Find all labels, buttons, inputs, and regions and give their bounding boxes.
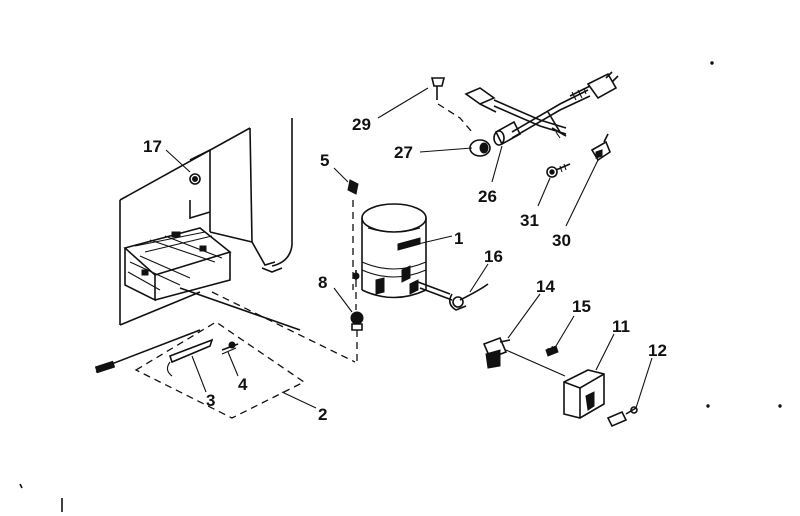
compressor xyxy=(361,203,453,301)
scan-marks xyxy=(19,61,782,512)
callout-27: 27 xyxy=(394,143,413,162)
callout-5: 5 xyxy=(320,151,329,170)
callout-8: 8 xyxy=(318,273,327,292)
overload-clip xyxy=(448,283,489,311)
callout-labels: 17 5 8 1 16 29 27 26 31 30 14 15 11 12 3… xyxy=(143,115,667,424)
callout-4: 4 xyxy=(238,375,248,394)
callout-31: 31 xyxy=(520,211,539,230)
callout-17: 17 xyxy=(143,137,162,156)
callout-11: 11 xyxy=(612,317,630,336)
relay xyxy=(482,336,566,377)
retainer-clip xyxy=(606,406,638,428)
callout-16: 16 xyxy=(484,247,503,266)
mount-bolt-stack xyxy=(347,179,364,362)
relay-screw xyxy=(545,345,559,357)
base-plate xyxy=(134,321,306,419)
callout-15: 15 xyxy=(572,297,591,316)
terminal-cover xyxy=(563,369,605,419)
wire-harness xyxy=(464,71,619,146)
bracket-screw xyxy=(546,133,611,178)
leader-lines xyxy=(165,87,653,409)
callout-29: 29 xyxy=(352,115,371,134)
callout-14: 14 xyxy=(536,277,555,296)
callout-2: 2 xyxy=(318,405,327,424)
callout-12: 12 xyxy=(648,341,667,360)
callout-30: 30 xyxy=(552,231,571,250)
cabinet-compartment xyxy=(94,118,356,374)
callout-26: 26 xyxy=(478,187,497,206)
callout-3: 3 xyxy=(206,391,215,410)
callout-1: 1 xyxy=(454,229,463,248)
